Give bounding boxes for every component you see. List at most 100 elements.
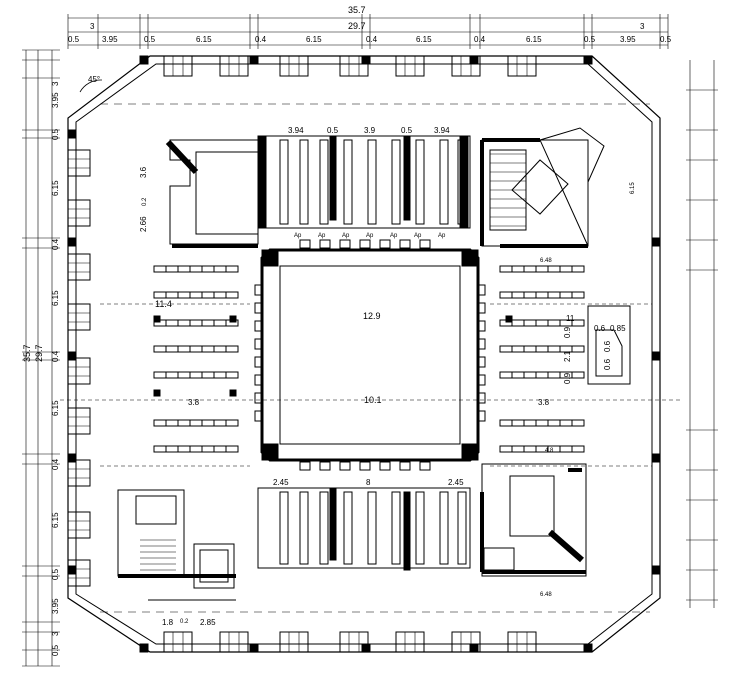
bookshelf [279, 139, 289, 225]
reading-table [165, 371, 179, 379]
window-left [67, 407, 91, 435]
column [67, 129, 77, 139]
lower-left-stair [117, 489, 185, 577]
reading-table [165, 319, 179, 327]
left-room-dim: 3.6 [139, 166, 148, 178]
atrium-step [254, 302, 263, 314]
column [583, 55, 593, 65]
center-bottom-width-dim: 10.1 [364, 395, 382, 405]
reading-table [499, 345, 513, 353]
lower-right-box [483, 547, 515, 571]
upper-hall-dimensions: 3.94 0.5 3.9 0.5 3.94 [288, 126, 450, 135]
hall-partition [329, 135, 337, 221]
reading-table [201, 445, 215, 453]
atrium-wall [260, 248, 480, 462]
reading-table [511, 345, 525, 353]
upper-hall-dim: 0.5 [401, 126, 413, 135]
window-left [67, 199, 91, 227]
stair-left-dim: 1.8 [162, 618, 174, 627]
atrium-step [477, 320, 486, 332]
door-label: Ap [318, 233, 326, 239]
column [651, 351, 661, 361]
top-right-margin-dim: 3 [640, 22, 645, 31]
reading-table [547, 265, 561, 273]
top-inner-dim: 29.7 [348, 21, 366, 31]
column [249, 55, 259, 65]
left-bay-dim: 0.4 [51, 350, 60, 362]
window-top [451, 55, 481, 77]
window-left [67, 149, 91, 177]
atrium-step [319, 461, 331, 471]
reading-table [523, 419, 537, 427]
reading-table [225, 345, 239, 353]
top-bay-dim: 6.15 [526, 35, 542, 44]
stair-left-dim: 2.85 [200, 618, 216, 627]
reading-table [213, 371, 227, 379]
window-bottom [451, 631, 481, 653]
right-small-room-inner [595, 329, 623, 377]
reading-table [189, 345, 203, 353]
lower-dim: 8 [366, 478, 371, 487]
stair-left-dim: 0.2 [180, 619, 189, 625]
reading-table [499, 265, 513, 273]
left-bay-dim: 0.5 [51, 568, 60, 580]
reading-table [571, 319, 585, 327]
reading-table [213, 291, 227, 299]
reading-table [499, 371, 513, 379]
left-room-dim: 2.66 [139, 216, 148, 232]
top-bay-dim: 6.15 [416, 35, 432, 44]
left-bay-dim: 6.15 [51, 180, 60, 196]
column [67, 351, 77, 361]
bookshelf [343, 139, 353, 225]
reading-table [523, 371, 537, 379]
atrium-step [477, 374, 486, 386]
atrium-step [339, 239, 351, 249]
atrium-step [339, 461, 351, 471]
reading-table [523, 445, 537, 453]
lower-hall [257, 487, 471, 569]
reading-table [535, 291, 549, 299]
column [505, 315, 513, 323]
hall-partition [403, 135, 411, 221]
atrium-step [254, 284, 263, 296]
reading-table [153, 371, 167, 379]
reading-table [571, 371, 585, 379]
window-left [67, 303, 91, 331]
reading-table [177, 419, 191, 427]
column [67, 453, 77, 463]
reading-table [153, 445, 167, 453]
reading-table [571, 265, 585, 273]
top-bay-dim: 0.4 [255, 35, 267, 44]
bookshelf [299, 139, 309, 225]
reading-table [153, 345, 167, 353]
door-label: Ap [366, 233, 374, 239]
reading-table [201, 419, 215, 427]
reading-table [535, 345, 549, 353]
column [469, 55, 479, 65]
reading-table [153, 419, 167, 427]
reading-table [177, 319, 191, 327]
reading-table [225, 265, 239, 273]
bookshelf [367, 139, 377, 225]
reading-table [177, 291, 191, 299]
atrium-step [477, 284, 486, 296]
bookshelf [299, 491, 309, 565]
door-label: Ap [342, 233, 350, 239]
lower-dim: 2.45 [273, 478, 289, 487]
reading-table [225, 445, 239, 453]
bookshelf [415, 491, 425, 565]
column [651, 453, 661, 463]
reading-table [189, 371, 203, 379]
reading-table [511, 371, 525, 379]
reading-table [547, 345, 561, 353]
upper-hall-dim: 3.94 [434, 126, 450, 135]
atrium-step [477, 392, 486, 404]
door-label: Ap [390, 233, 398, 239]
reading-table [201, 319, 215, 327]
hall-partition [329, 487, 337, 561]
left-dimensions: 35.7 29.7 3 3.95 0.5 6.15 0.4 6.15 0.4 6… [22, 81, 60, 656]
column [139, 643, 149, 653]
atrium-step [477, 410, 486, 422]
reading-table [535, 319, 549, 327]
window-left [67, 253, 91, 281]
